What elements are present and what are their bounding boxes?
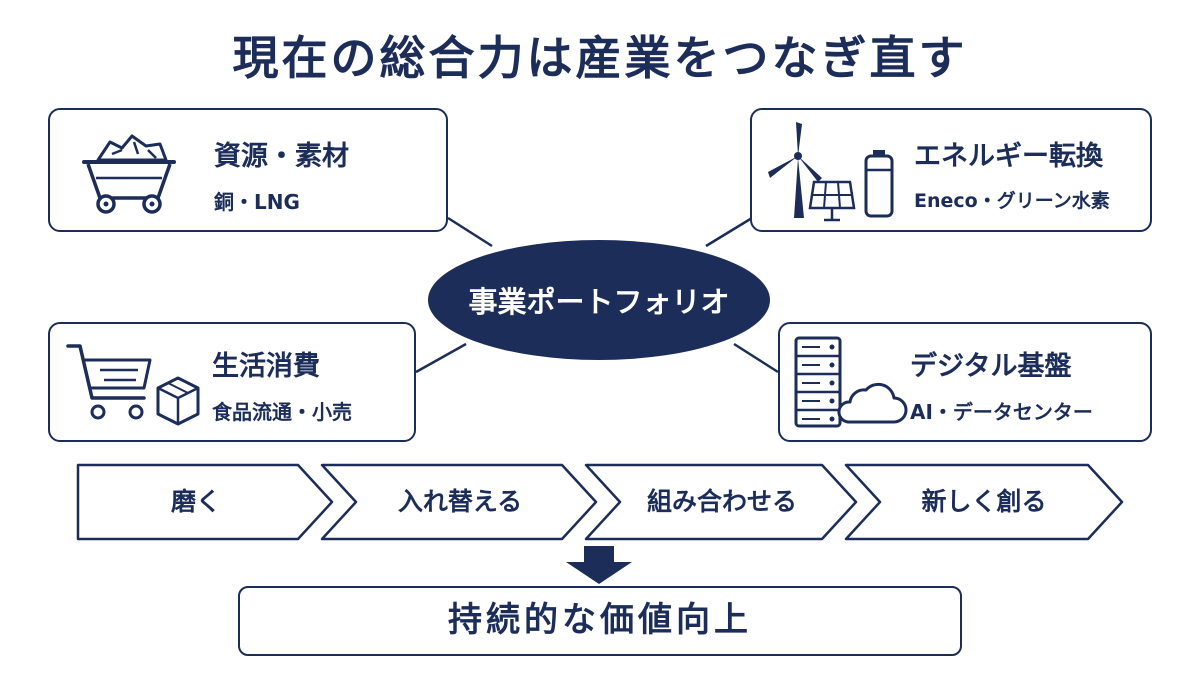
- card-digital: デジタル基盤 AI・データセンター: [778, 322, 1152, 442]
- card-energy-title: エネルギー転換: [914, 141, 1103, 172]
- card-resources: 資源・素材 銅・LNG: [48, 108, 448, 232]
- step-chevron-2: [320, 463, 598, 541]
- card-resources-subtitle: 銅・LNG: [214, 190, 300, 214]
- step-chevron-4: [844, 463, 1124, 541]
- step-chevron-1: [76, 463, 334, 541]
- card-energy: エネルギー転換 Eneco・グリーン水素: [750, 108, 1152, 232]
- result-label: 持続的な価値向上: [448, 600, 752, 640]
- down-arrow-icon: [566, 546, 632, 584]
- card-consumer-subtitle: 食品流通・小売: [212, 400, 352, 424]
- step-chevron-3: [584, 463, 858, 541]
- step-label-1: 磨く: [170, 487, 221, 516]
- mine-cart-icon: [82, 134, 176, 214]
- card-digital-title: デジタル基盤: [910, 351, 1072, 382]
- connector-resources: [447, 216, 493, 248]
- renewable-energy-icon: [768, 122, 894, 222]
- step-label-3: 組み合わせる: [646, 487, 797, 516]
- connector-consumer: [415, 342, 467, 374]
- step-label-2: 入れ替える: [397, 487, 523, 516]
- step-label-4: 新しく創る: [921, 487, 1047, 516]
- connector-energy: [705, 216, 753, 248]
- hub-label: 事業ポートフォリオ: [468, 285, 730, 319]
- card-consumer: 生活消費 食品流通・小売: [48, 322, 416, 442]
- server-cloud-icon: [794, 336, 908, 428]
- card-energy-subtitle: Eneco・グリーン水素: [914, 190, 1110, 212]
- diagram-title: 現在の総合力は産業をつなぎ直す: [232, 31, 968, 85]
- hub-ellipse: 事業ポートフォリオ: [428, 240, 770, 360]
- card-resources-title: 資源・素材: [214, 141, 349, 172]
- result-box: 持続的な価値向上: [238, 586, 962, 656]
- shopping-cart-icon: [66, 344, 200, 426]
- card-digital-subtitle: AI・データセンター: [910, 400, 1093, 424]
- card-consumer-title: 生活消費: [212, 351, 320, 382]
- connector-digital: [733, 342, 779, 374]
